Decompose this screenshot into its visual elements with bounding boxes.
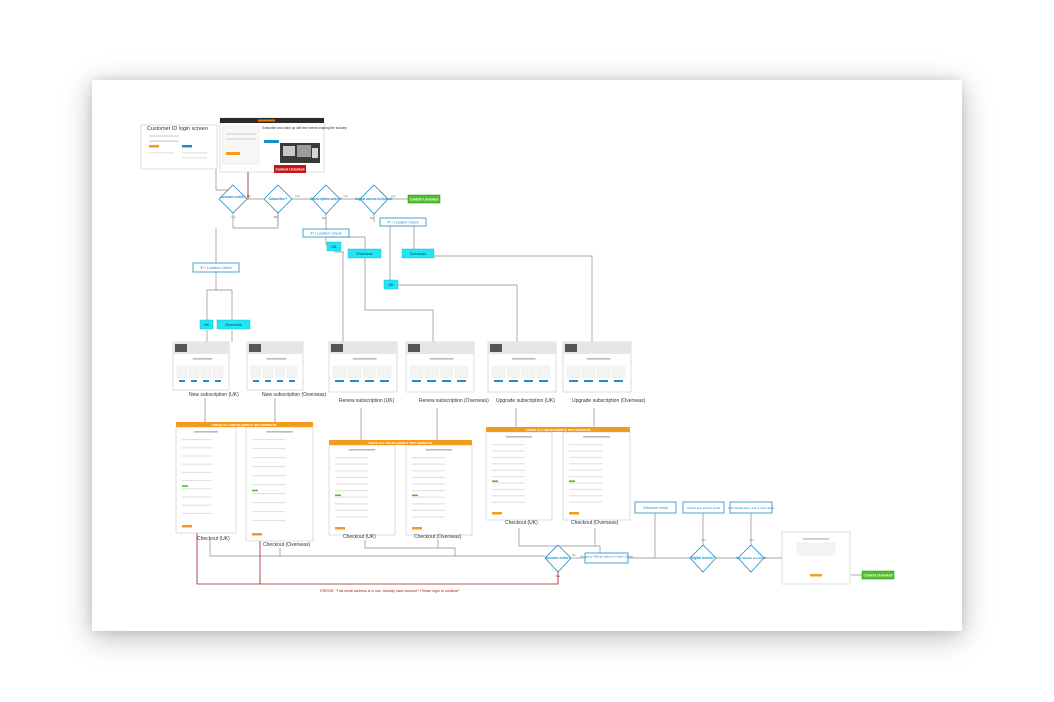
decision-subscriber: Subscriber? [263,184,293,214]
login-title: Customer ID login screen [147,126,208,132]
subscription-page-thumb-new-overseas [246,341,304,391]
region-overseas-middle: Overseas [347,248,382,259]
region-uk-middle: UK [326,241,342,252]
content-unlocked-badge [274,165,306,173]
svg-text:Yes: Yes [749,538,754,542]
subscription-page-thumb-renew-overseas [405,341,475,393]
subscription-page-thumb-renew-uk [328,341,398,393]
label-checkout-overseas-2: Checkout (Overseas) [414,534,462,540]
region-overseas-left: Overseas [216,319,251,330]
checkout-page-thumb-3 [328,444,396,536]
decision-digital-access: Digital access included? [355,184,393,215]
error-message: ERROR: "This email address is in use. Al… [320,589,460,593]
decision-account-exists: Account exists? [218,184,248,214]
svg-text:UK: UK [204,323,210,327]
svg-text:No: No [370,216,374,220]
label-renew-uk: Renew subscription (UK) [339,398,395,404]
svg-text:CHECK ALL FIELDS HERE IF NOT S: CHECK ALL FIELDS HERE IF NOT SIGNED IN [526,428,591,432]
svg-text:Yes: Yes [295,194,300,198]
label-checkout-uk-3: Checkout (UK) [505,520,538,526]
subscription-pages [172,341,632,393]
svg-text:CHECK ALL FIELDS HERE IF NOT S: CHECK ALL FIELDS HERE IF NOT SIGNED IN [212,423,277,427]
svg-text:IP / Location Check: IP / Location Check [387,221,418,225]
print-details-email-box: Print Details with a link to enter detai… [728,501,774,514]
svg-text:No: No [322,216,326,220]
svg-text:No: No [274,215,278,219]
label-checkout-overseas-3: Checkout (Overseas) [571,520,619,526]
svg-text:Account exists?: Account exists? [221,195,246,199]
svg-text:Subscription active?: Subscription active? [310,197,341,201]
svg-text:No: No [572,553,576,557]
svg-text:Yes: Yes [701,538,706,542]
page-labels: New subscription (UK) New subscription (… [189,392,646,548]
terminal-content-unlocked-2: Content Unlocked [861,570,895,580]
svg-text:Content Unlocked: Content Unlocked [409,198,438,202]
checkout-banner-left: CHECK ALL FIELDS HERE IF NOT SIGNED IN [176,422,313,427]
decision-subscription-active: Subscription active? [310,184,342,215]
checkout-page-thumb-5 [485,431,553,521]
label-checkout-uk-2: Checkout (UK) [343,534,376,540]
svg-text:Yes: Yes [555,574,560,578]
welcome-email-box: Welcome email [634,501,677,514]
checkout-page-thumb-4 [405,444,473,536]
svg-text:Subscriber?: Subscriber? [269,197,288,201]
region-uk-right: UK [383,279,399,290]
decision-digital-access-2: Digital Access? [689,544,717,573]
checkout-page-thumb-2 [245,426,314,542]
subscription-page-thumb-upgrade-overseas [562,341,632,393]
site-heading: Subscribe and catch up with the events s… [262,126,347,130]
svg-text:Overseas: Overseas [356,252,372,256]
svg-text:Digital Access?: Digital Access? [691,556,715,560]
checkout-pages [175,426,631,542]
svg-text:Print Details provided?: Print Details provided? [736,556,767,560]
svg-text:Content Unlocked: Content Unlocked [863,574,892,578]
svg-text:No: No [247,194,251,198]
subscription-page-thumb-upgrade-uk [487,341,557,393]
label-renew-overseas: Renew subscription (Overseas) [419,398,489,404]
svg-text:UK: UK [388,283,394,287]
label-checkout-overseas-1: Checkout (Overseas) [263,542,311,548]
label-new-overseas: New subscription (Overseas) [262,392,327,398]
svg-text:Overseas: Overseas [225,323,241,327]
checkout-banner-right: CHECK ALL FIELDS HERE IF NOT SIGNED IN [486,427,630,432]
region-overseas-right: Overseas [401,248,435,259]
checkout-page-thumb-6 [562,431,631,521]
label-upgrade-overseas: Upgrade subscription (Overseas) [572,398,646,404]
svg-text:Digital access included?: Digital access included? [355,197,392,201]
shipping-check-box: Shipping / Billing Address Create Check [580,552,634,564]
login-screen-group: Customer ID login screen Subscribe and c… [140,117,347,173]
svg-text:Shipping / Billing Address Cre: Shipping / Billing Address Create Check [580,555,634,559]
decision-print-details: Print Details provided? [736,544,767,573]
ip-check-right: IP / Location Check [379,217,427,227]
mobile-app-email-box: Mobile app access email [682,501,725,514]
decision-account-exists-2: Account exists? [544,544,572,573]
svg-text:IP / Location Check: IP / Location Check [200,266,231,270]
label-new-uk: New subscription (UK) [189,392,239,398]
svg-text:Account exists?: Account exists? [546,556,571,560]
ip-check-left: IP / Location Check [192,262,240,273]
label-upgrade-uk: Upgrade subscription (UK) [496,398,555,404]
svg-text:IP / Location Check: IP / Location Check [310,232,341,236]
svg-text:Yes: Yes [231,215,236,219]
svg-text:Print Details with a link to e: Print Details with a link to enter detai… [728,506,774,510]
checkout-page-thumb-1 [175,426,237,534]
subscription-page-thumb-new-uk [172,341,230,391]
label-checkout-uk-1: Checkout (UK) [197,536,230,542]
svg-text:Mobile app access email: Mobile app access email [687,506,720,510]
svg-text:Welcome email: Welcome email [643,506,668,510]
ip-check-middle: IP / Location Check [302,228,350,238]
svg-text:Content Unlocked: Content Unlocked [275,168,304,172]
terminal-content-unlocked-1: Content Unlocked [407,194,441,204]
svg-text:Yes: Yes [391,194,396,198]
confirmation-page-thumb [781,531,851,585]
svg-text:UK: UK [331,245,337,249]
checkout-banner-middle: CHECK ALL FIELDS HERE IF NOT SIGNED IN [329,440,472,445]
region-uk-left: UK [199,319,214,330]
svg-text:CHECK ALL FIELDS HERE IF NOT S: CHECK ALL FIELDS HERE IF NOT SIGNED IN [368,441,433,445]
svg-text:Yes: Yes [343,194,348,198]
svg-text:Overseas: Overseas [410,252,426,256]
